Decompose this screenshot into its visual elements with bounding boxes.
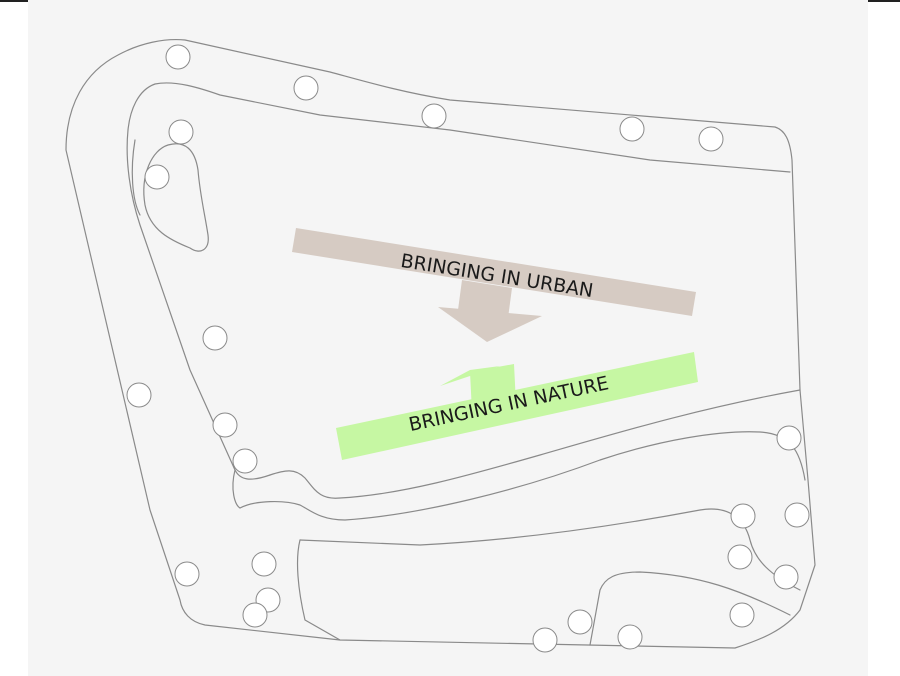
pond-inner-line: [131, 139, 141, 216]
tree-icon: [532, 627, 558, 653]
south-path-lower: [296, 539, 341, 641]
tree-icon: [727, 544, 753, 570]
tree-icon: [242, 602, 268, 628]
tree-icon: [729, 602, 755, 628]
urban-band: [292, 228, 696, 316]
road-west-edge: [126, 129, 271, 480]
tree-icon: [202, 325, 228, 351]
tree-icon: [144, 164, 170, 190]
south-plaza-edge: [589, 571, 791, 646]
tree-icon: [421, 103, 447, 129]
tree-icon: [698, 126, 724, 152]
river-edge-north: [269, 389, 801, 499]
tree-icon: [784, 502, 810, 528]
tree-icon: [165, 44, 191, 70]
tree-icon: [168, 119, 194, 145]
tree-icon: [232, 448, 258, 474]
tree-icon: [174, 561, 200, 587]
river-edge-south: [239, 431, 806, 521]
river-edge-mid: [232, 469, 241, 509]
pond-outline: [143, 143, 209, 252]
nature-band: [336, 352, 698, 460]
urban-arrow-shaft: [458, 280, 512, 318]
trees: [126, 44, 810, 653]
tree-icon: [212, 412, 238, 438]
tree-icon: [619, 116, 645, 142]
road-inner-edge: [127, 82, 791, 173]
tree-icon: [567, 609, 593, 635]
tree-icon: [293, 75, 319, 101]
nature-arrow-head: [440, 354, 536, 386]
background-panel: [28, 0, 868, 676]
urban-arrow-head: [438, 307, 542, 342]
tree-icon: [776, 425, 802, 451]
tree-icon: [773, 564, 799, 590]
nature-arrow-shaft: [470, 364, 516, 412]
tree-icon: [730, 503, 756, 529]
tree-icon: [251, 551, 277, 577]
tree-icon: [617, 624, 643, 650]
site-boundary-outer: [65, 38, 816, 649]
tree-icon: [126, 382, 152, 408]
south-path-edge: [299, 508, 801, 591]
